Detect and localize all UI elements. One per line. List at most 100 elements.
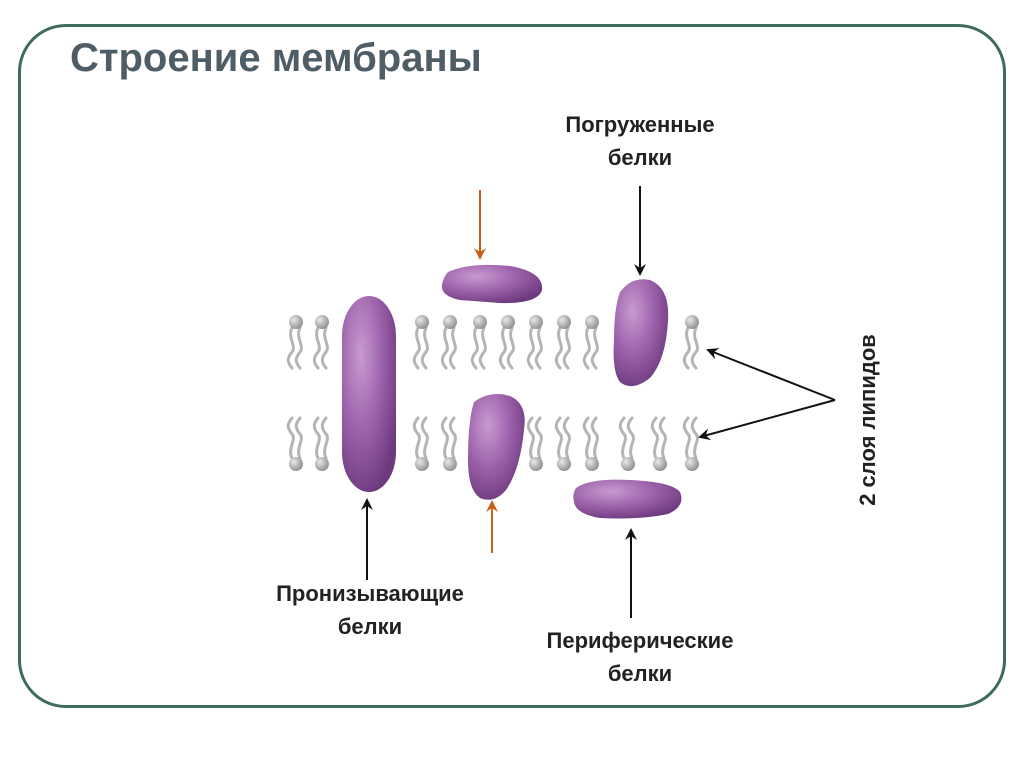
lipid-molecule-top-2 [412,315,429,370]
lipid-tail [562,326,571,370]
lipid-molecule-top-6 [526,315,543,370]
lipid-tail [506,326,515,370]
lipid-head [557,315,571,329]
slide-frame [18,24,1006,708]
lipid-head [415,457,429,471]
label-piercing-line1: Пронизывающие [276,581,464,606]
lipid-head [685,315,699,329]
lipid-tail [440,416,449,460]
label-immersed-line2: белки [607,145,673,170]
lipid-molecule-bottom-7 [554,416,571,471]
lipid-tail [690,326,699,370]
lipid-molecule-bottom-1 [312,416,329,471]
label-piercing-line2: белки [337,614,403,639]
lipid-head [315,457,329,471]
label-immersed-line1: Погруженные [565,112,715,137]
lipid-molecule-top-5 [498,315,515,370]
lipid-tail [294,416,303,460]
peripheral-protein-bottom [573,479,682,519]
lipid-molecule-top-8 [582,315,599,370]
lipid-head [315,315,329,329]
label-peripheral-line2: белки [607,661,673,686]
peripheral-protein-top [441,264,543,304]
lipid-tail [554,326,563,370]
lipid-tail [582,326,591,370]
label-peripheral-proteins: Периферические белки [505,624,775,690]
lipid-tail [534,326,543,370]
slide-title: Строение мембраны [70,36,482,80]
lipid-head [501,315,515,329]
lipid-tail [682,326,691,370]
lipid-tail [554,416,563,460]
lipid-molecule-top-3 [440,315,457,370]
lipid-head [529,457,543,471]
lipid-tail [312,416,321,460]
lipid-tail [470,326,479,370]
lipid-head [653,457,667,471]
lipid-tail [286,326,295,370]
lipid-molecule-bottom-3 [440,416,457,471]
lipid-tail [626,416,635,460]
lipid-head [621,457,635,471]
lipid-tail [420,326,429,370]
lipid-molecule-top-4 [470,315,487,370]
label-lipid-layers: 2 слоя липидов [855,334,880,506]
lipid-tail [618,416,627,460]
lipid-tail [286,416,295,460]
lipid-head [585,457,599,471]
lipid-head [415,315,429,329]
lipid-tail [440,326,449,370]
lipid-molecule-bottom-6 [526,416,543,471]
lipid-tail [690,416,699,460]
lipid-tail [526,416,535,460]
lipid-molecule-top-7 [554,315,571,370]
label-piercing-proteins: Пронизывающие белки [235,577,505,643]
lipid-tail [312,326,321,370]
lipid-head [473,315,487,329]
lipid-head [443,315,457,329]
lipid-head [289,315,303,329]
lipid-layer-bottom [286,416,699,471]
lipid-tail [478,326,487,370]
lipid-layer-top [286,315,699,370]
lipid-head [557,457,571,471]
arrow-layer-bottom [698,399,836,441]
lipid-tail [412,326,421,370]
lipid-tail [582,416,591,460]
lipid-tail [412,416,421,460]
lipid-molecule-bottom-9 [618,416,635,471]
lipid-molecule-bottom-2 [412,416,429,471]
lipid-molecule-bottom-0 [286,416,303,471]
lipid-tail [682,416,691,460]
immersed-protein-top [613,279,669,387]
piercing-protein [342,296,396,492]
lipid-head [289,457,303,471]
lipid-molecule-bottom-8 [582,416,599,471]
lipid-molecule-top-11 [682,315,699,370]
lipid-head [685,457,699,471]
label-peripheral-line1: Периферические [546,628,734,653]
lipid-tail [526,326,535,370]
lipid-tail [534,416,543,460]
lipid-tail [658,416,667,460]
lipid-head [585,315,599,329]
label-immersed-proteins: Погруженные белки [520,108,760,174]
lipid-tail [650,416,659,460]
lipid-tail [420,416,429,460]
lipid-head [529,315,543,329]
lipid-tail [294,326,303,370]
lipid-tail [590,416,599,460]
lipid-molecule-bottom-11 [682,416,699,471]
lipid-molecule-top-1 [312,315,329,370]
lipid-molecule-top-0 [286,315,303,370]
lipid-tail [562,416,571,460]
lipid-head [443,457,457,471]
lipid-tail [320,326,329,370]
arrow-layer-top [706,348,836,401]
lipid-tail [498,326,507,370]
lipid-molecule-bottom-10 [650,416,667,471]
lipid-tail [448,416,457,460]
immersed-protein-bottom [468,394,525,500]
lipid-tail [448,326,457,370]
